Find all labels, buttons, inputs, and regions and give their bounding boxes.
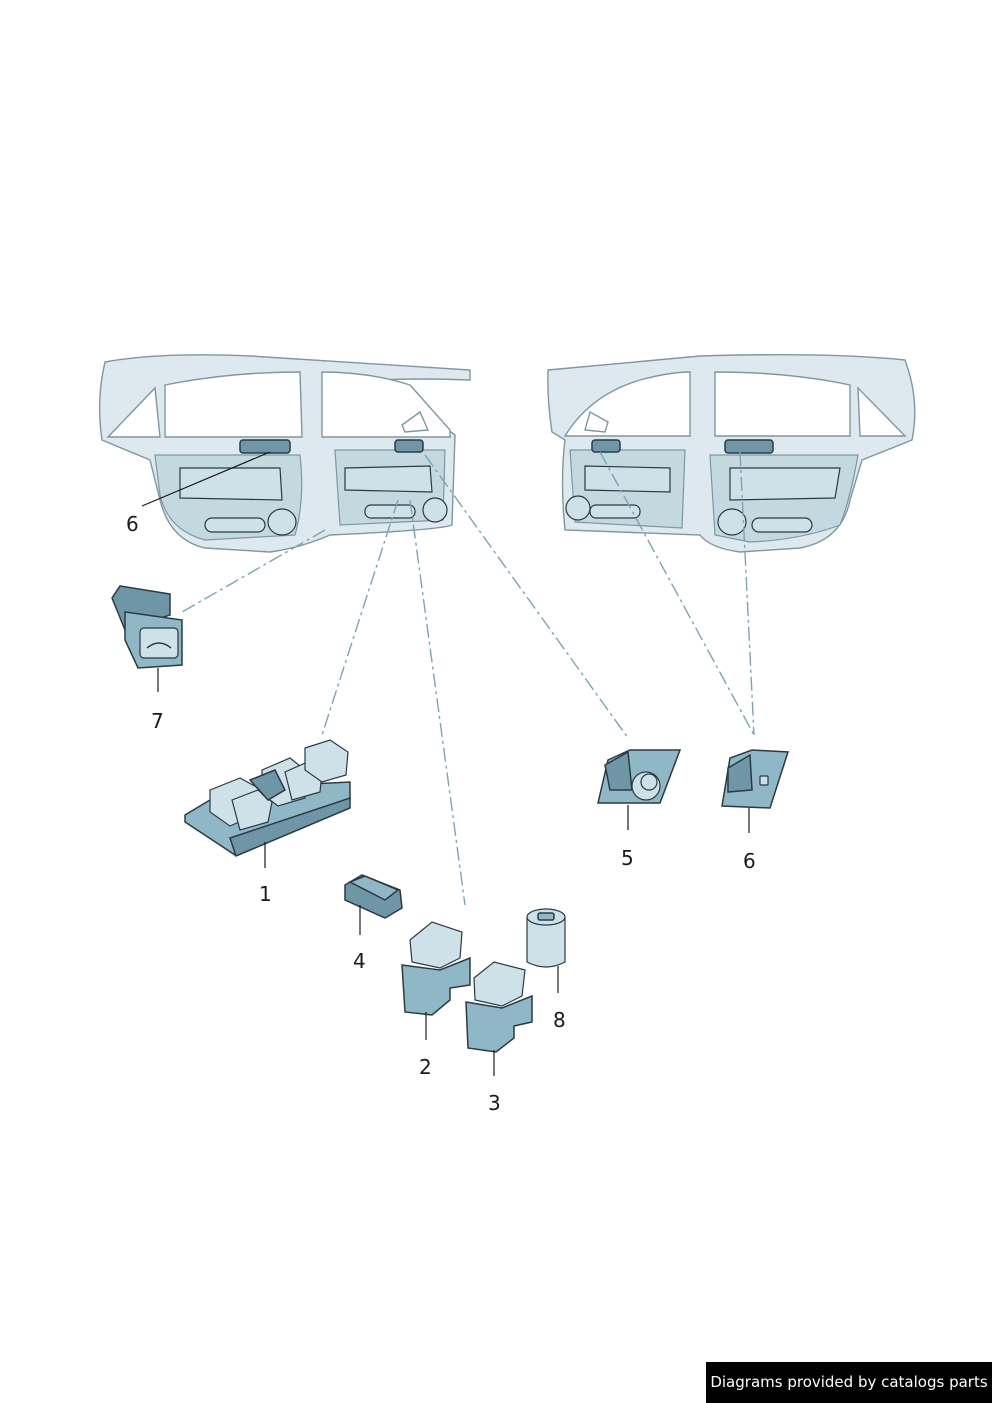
callout-8: 8	[553, 1008, 566, 1032]
callout-6-top: 6	[126, 512, 139, 536]
part-3-switch[interactable]	[465, 961, 533, 1076]
callout-2: 2	[419, 1055, 432, 1079]
left-door-assembly	[98, 354, 471, 553]
callout-4: 4	[353, 949, 366, 973]
part-6-lock-switch[interactable]	[721, 749, 790, 833]
callout-1: 1	[259, 882, 272, 906]
leader-6-top	[141, 451, 271, 507]
callout-5: 5	[621, 846, 634, 870]
right-door-assembly	[547, 353, 916, 553]
part-1-window-switch-bank[interactable]	[184, 739, 351, 868]
part-4-connector[interactable]	[344, 874, 403, 935]
callout-7: 7	[151, 709, 164, 733]
part-8-cap[interactable]	[526, 908, 566, 993]
footer-credit: Diagrams provided by catalogs parts	[706, 1362, 992, 1403]
part-2-switch[interactable]	[401, 921, 471, 1040]
callout-3: 3	[488, 1091, 501, 1115]
connector-lines	[181, 451, 755, 906]
callout-6-right: 6	[743, 849, 756, 873]
part-5-mirror-switch[interactable]	[597, 749, 682, 830]
part-7-switch[interactable]	[111, 585, 183, 692]
